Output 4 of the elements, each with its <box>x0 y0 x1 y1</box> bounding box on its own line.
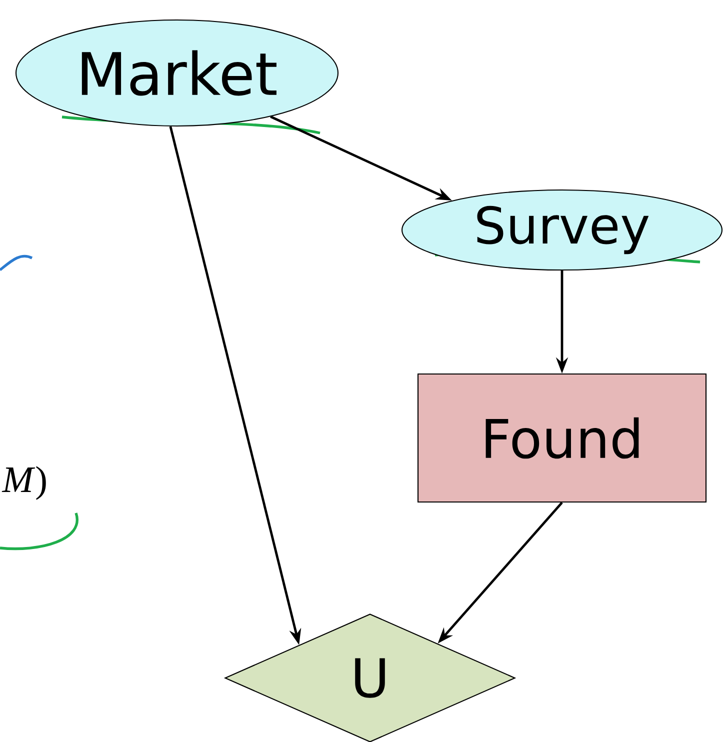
oval-node: Market <box>15 19 339 127</box>
formula-fragment: M) <box>2 466 46 500</box>
oval-node: Survey <box>401 189 723 271</box>
rectangle-node: Found <box>417 373 707 503</box>
